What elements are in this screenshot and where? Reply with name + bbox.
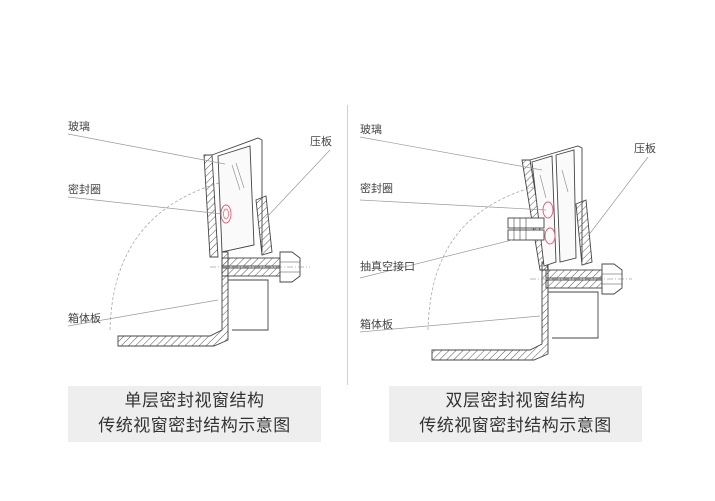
right-press-plate (575, 199, 593, 266)
left-label-press-plate: 压板 (310, 134, 332, 148)
left-label-glass: 玻璃 (68, 119, 90, 133)
right-vacuum-port (507, 217, 545, 241)
left-press-plate (255, 195, 273, 256)
right-label-glass: 玻璃 (360, 122, 382, 136)
left-bolt (210, 251, 310, 283)
left-caption: 单层密封视窗结构 传统视窗密封结构示意图 (68, 386, 321, 442)
left-window-frame (203, 137, 263, 258)
left-caption-line2: 传统视窗密封结构示意图 (98, 416, 291, 436)
right-caption-line2: 传统视窗密封结构示意图 (419, 416, 612, 436)
center-divider (347, 105, 348, 385)
left-glass (217, 145, 255, 253)
right-leaders (359, 136, 649, 333)
right-caption: 双层密封视窗结构 传统视窗密封结构示意图 (389, 386, 642, 442)
left-diagram: 玻璃 密封圈 压板 箱体板 (67, 119, 332, 347)
right-bolt (530, 263, 632, 295)
right-label-press-plate: 压板 (634, 141, 656, 155)
right-label-box-plate: 箱体板 (360, 317, 393, 331)
right-caption-line1: 双层密封视窗结构 (445, 391, 586, 411)
left-caption-line1: 单层密封视窗结构 (124, 391, 265, 411)
right-label-seal-ring: 密封圈 (360, 181, 393, 195)
right-glass (531, 149, 577, 267)
left-box-plate (117, 251, 269, 347)
right-door-arc (427, 184, 541, 331)
right-diagram: 玻璃 密封圈 抽真空接口 压板 箱体板 (359, 122, 656, 361)
right-label-vacuum-port: 抽真空接口 (360, 259, 415, 273)
left-leaders (67, 133, 331, 327)
left-label-seal-ring: 密封圈 (68, 182, 101, 196)
left-door-arc (109, 179, 231, 331)
left-label-box-plate: 箱体板 (68, 311, 101, 325)
